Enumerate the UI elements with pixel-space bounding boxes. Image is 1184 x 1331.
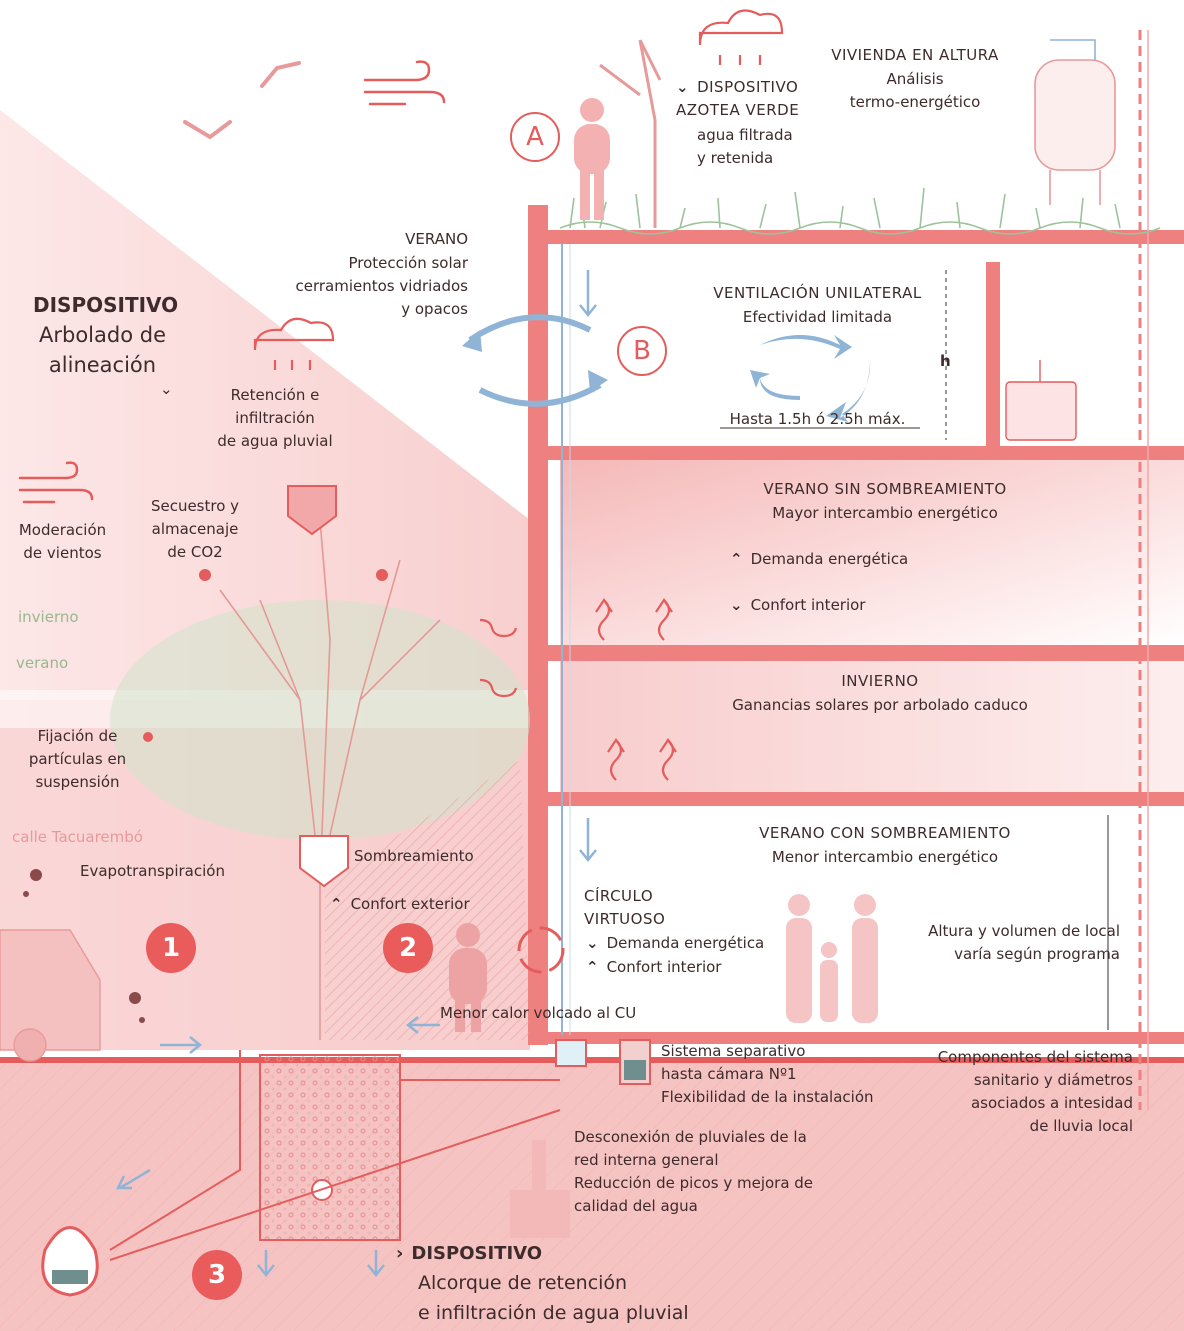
window-airflow: [468, 314, 602, 407]
rain-pin-icon: [287, 485, 337, 536]
winter-label: invierno: [18, 608, 79, 626]
pipe-riser-icon: [510, 1140, 570, 1238]
summer-no-shade-subtitle: Mayor intercambio energético: [772, 504, 998, 522]
cycle-arrows-icon: [517, 926, 565, 974]
tree-pit: [259, 1054, 401, 1241]
sanitary-components-label: Componentes del sistema sanitario y diám…: [937, 1048, 1133, 1135]
evapotranspiration-label: Evapotranspiración: [80, 862, 225, 880]
dwelling-desc: Análisis termo-energético: [849, 70, 981, 111]
comfort-down-text: Confort interior: [750, 596, 866, 614]
tree-device-name: Arbolado de alineación: [39, 323, 166, 377]
wind-icon: [18, 60, 446, 504]
roof-device-desc: agua filtrada y retenida: [697, 126, 793, 167]
marker-b: B: [617, 326, 667, 376]
person-icon: [574, 98, 610, 220]
comfort-ext-text: Confort exterior: [350, 895, 470, 913]
inspection-chamber-icon: [555, 1039, 651, 1085]
window-arrowhead-left: [462, 330, 482, 352]
roof-device-title-text: DISPOSITIVO AZOTEA VERDE: [676, 78, 800, 119]
demand-up-text: Demanda energética: [750, 550, 909, 568]
manhole-icon: [41, 1226, 99, 1297]
facade-wall: [528, 205, 548, 1045]
interior-tank-icon: [1005, 360, 1077, 441]
pollution-dots: [23, 869, 145, 1023]
tree-icon: [110, 519, 530, 1040]
wind-moderation-label: Moderación de vientos: [18, 521, 107, 562]
marker-1: 1: [146, 923, 196, 973]
tree-device-label: DISPOSITIVO: [33, 293, 179, 317]
comfort-ext-label: ⌃Confort exterior: [330, 895, 470, 913]
winter-title: INVIERNO: [841, 672, 919, 690]
roof-slab: [528, 230, 1184, 244]
slab-level-3: [528, 645, 1184, 661]
facade-summer-desc: Protección solar cerramientos vidriados …: [295, 254, 469, 318]
summer-no-shade-comfort: ⌄Confort interior: [730, 596, 866, 614]
heat-wave-icon: [479, 598, 677, 781]
pit-device-label-text: DISPOSITIVO: [411, 1243, 543, 1264]
summer-label: verano: [16, 654, 69, 672]
demand-down-text: Demanda energética: [606, 934, 765, 952]
room-summer-no-shade: [560, 460, 1184, 645]
summer-no-shade-demand: ⌃Demanda energética: [730, 550, 909, 568]
street-name: calle Tacuarembó: [12, 828, 143, 846]
dwelling-title: VIVIENDA EN ALTURA: [831, 46, 999, 64]
shade-label: Sombreamiento: [354, 847, 474, 865]
drain-pipes: [109, 1050, 561, 1261]
family-icon: [786, 894, 878, 1023]
facade-summer-title: VERANO: [405, 230, 468, 248]
separative-system-label: Sistema separativo hasta cámara Nº1 Flex…: [661, 1042, 874, 1106]
marker-2: 2: [383, 923, 433, 973]
room-height-label: Altura y volumen de local varía según pr…: [928, 922, 1120, 963]
cloud-rain-icon: [253, 9, 784, 370]
slab-level-4: [528, 792, 1184, 806]
ventilation-limit: Hasta 1.5h ó 2.5h máx.: [729, 410, 906, 428]
particles-label: Fijación de partículas en suspensión: [28, 727, 127, 791]
summer-shade-demand: ⌄Demanda energética: [586, 934, 765, 952]
virtuous-circle-label: CÍRCULO VIRTUOSO: [584, 887, 666, 928]
summer-shade-subtitle: Menor intercambio energético: [771, 848, 999, 866]
slab-ground: [528, 1032, 1184, 1044]
green-roof-plants: [559, 187, 1161, 235]
marker-a: A: [510, 112, 560, 162]
less-heat-label: Menor calor volcado al CU: [440, 1004, 637, 1022]
slab-level-2: [528, 446, 1184, 460]
pit-device-label: ›DISPOSITIVO: [396, 1243, 543, 1264]
summer-no-shade-title: VERANO SIN SOMBREAMIENTO: [763, 480, 1007, 498]
pit-device-name: Alcorque de retención e infiltración de …: [418, 1272, 689, 1324]
interior-partition: [986, 262, 1000, 446]
bird-icon: [183, 61, 301, 140]
rain-retention-label: Retención e infiltración de agua pluvial: [217, 386, 333, 450]
airflow-arrows-icon: [750, 335, 871, 422]
roof-device-title: ⌄DISPOSITIVO AZOTEA VERDE: [676, 78, 800, 119]
marker-3: 3: [192, 1250, 242, 1300]
co2-label: Secuestro y almacenaje de CO2: [150, 497, 240, 561]
ventilation-subtitle: Efectividad limitada: [742, 308, 893, 326]
down-arrows: [115, 270, 597, 1278]
pedestrian-icon: [449, 923, 487, 1032]
disconnection-label: Desconexión de pluviales de la red inter…: [574, 1128, 814, 1215]
summer-shade-comfort: ⌃Confort interior: [586, 958, 722, 976]
winter-subtitle: Ganancias solares por arbolado caduco: [732, 696, 1028, 714]
water-tank-icon: [1034, 39, 1116, 205]
crane-icon: [599, 39, 662, 228]
ventilation-title: VENTILACIÓN UNILATERAL: [713, 284, 922, 302]
ventilation-h: h: [940, 352, 951, 370]
dimension-lines: [720, 270, 1109, 1030]
car-icon: [0, 929, 101, 1062]
summer-shade-title: VERANO CON SOMBREAMIENTO: [759, 824, 1011, 842]
comfort-up-text: Confort interior: [606, 958, 722, 976]
window-arrowhead-right: [588, 370, 608, 392]
tree-chevron: ⌄: [160, 380, 173, 398]
shade-pin-icon: [299, 835, 349, 888]
